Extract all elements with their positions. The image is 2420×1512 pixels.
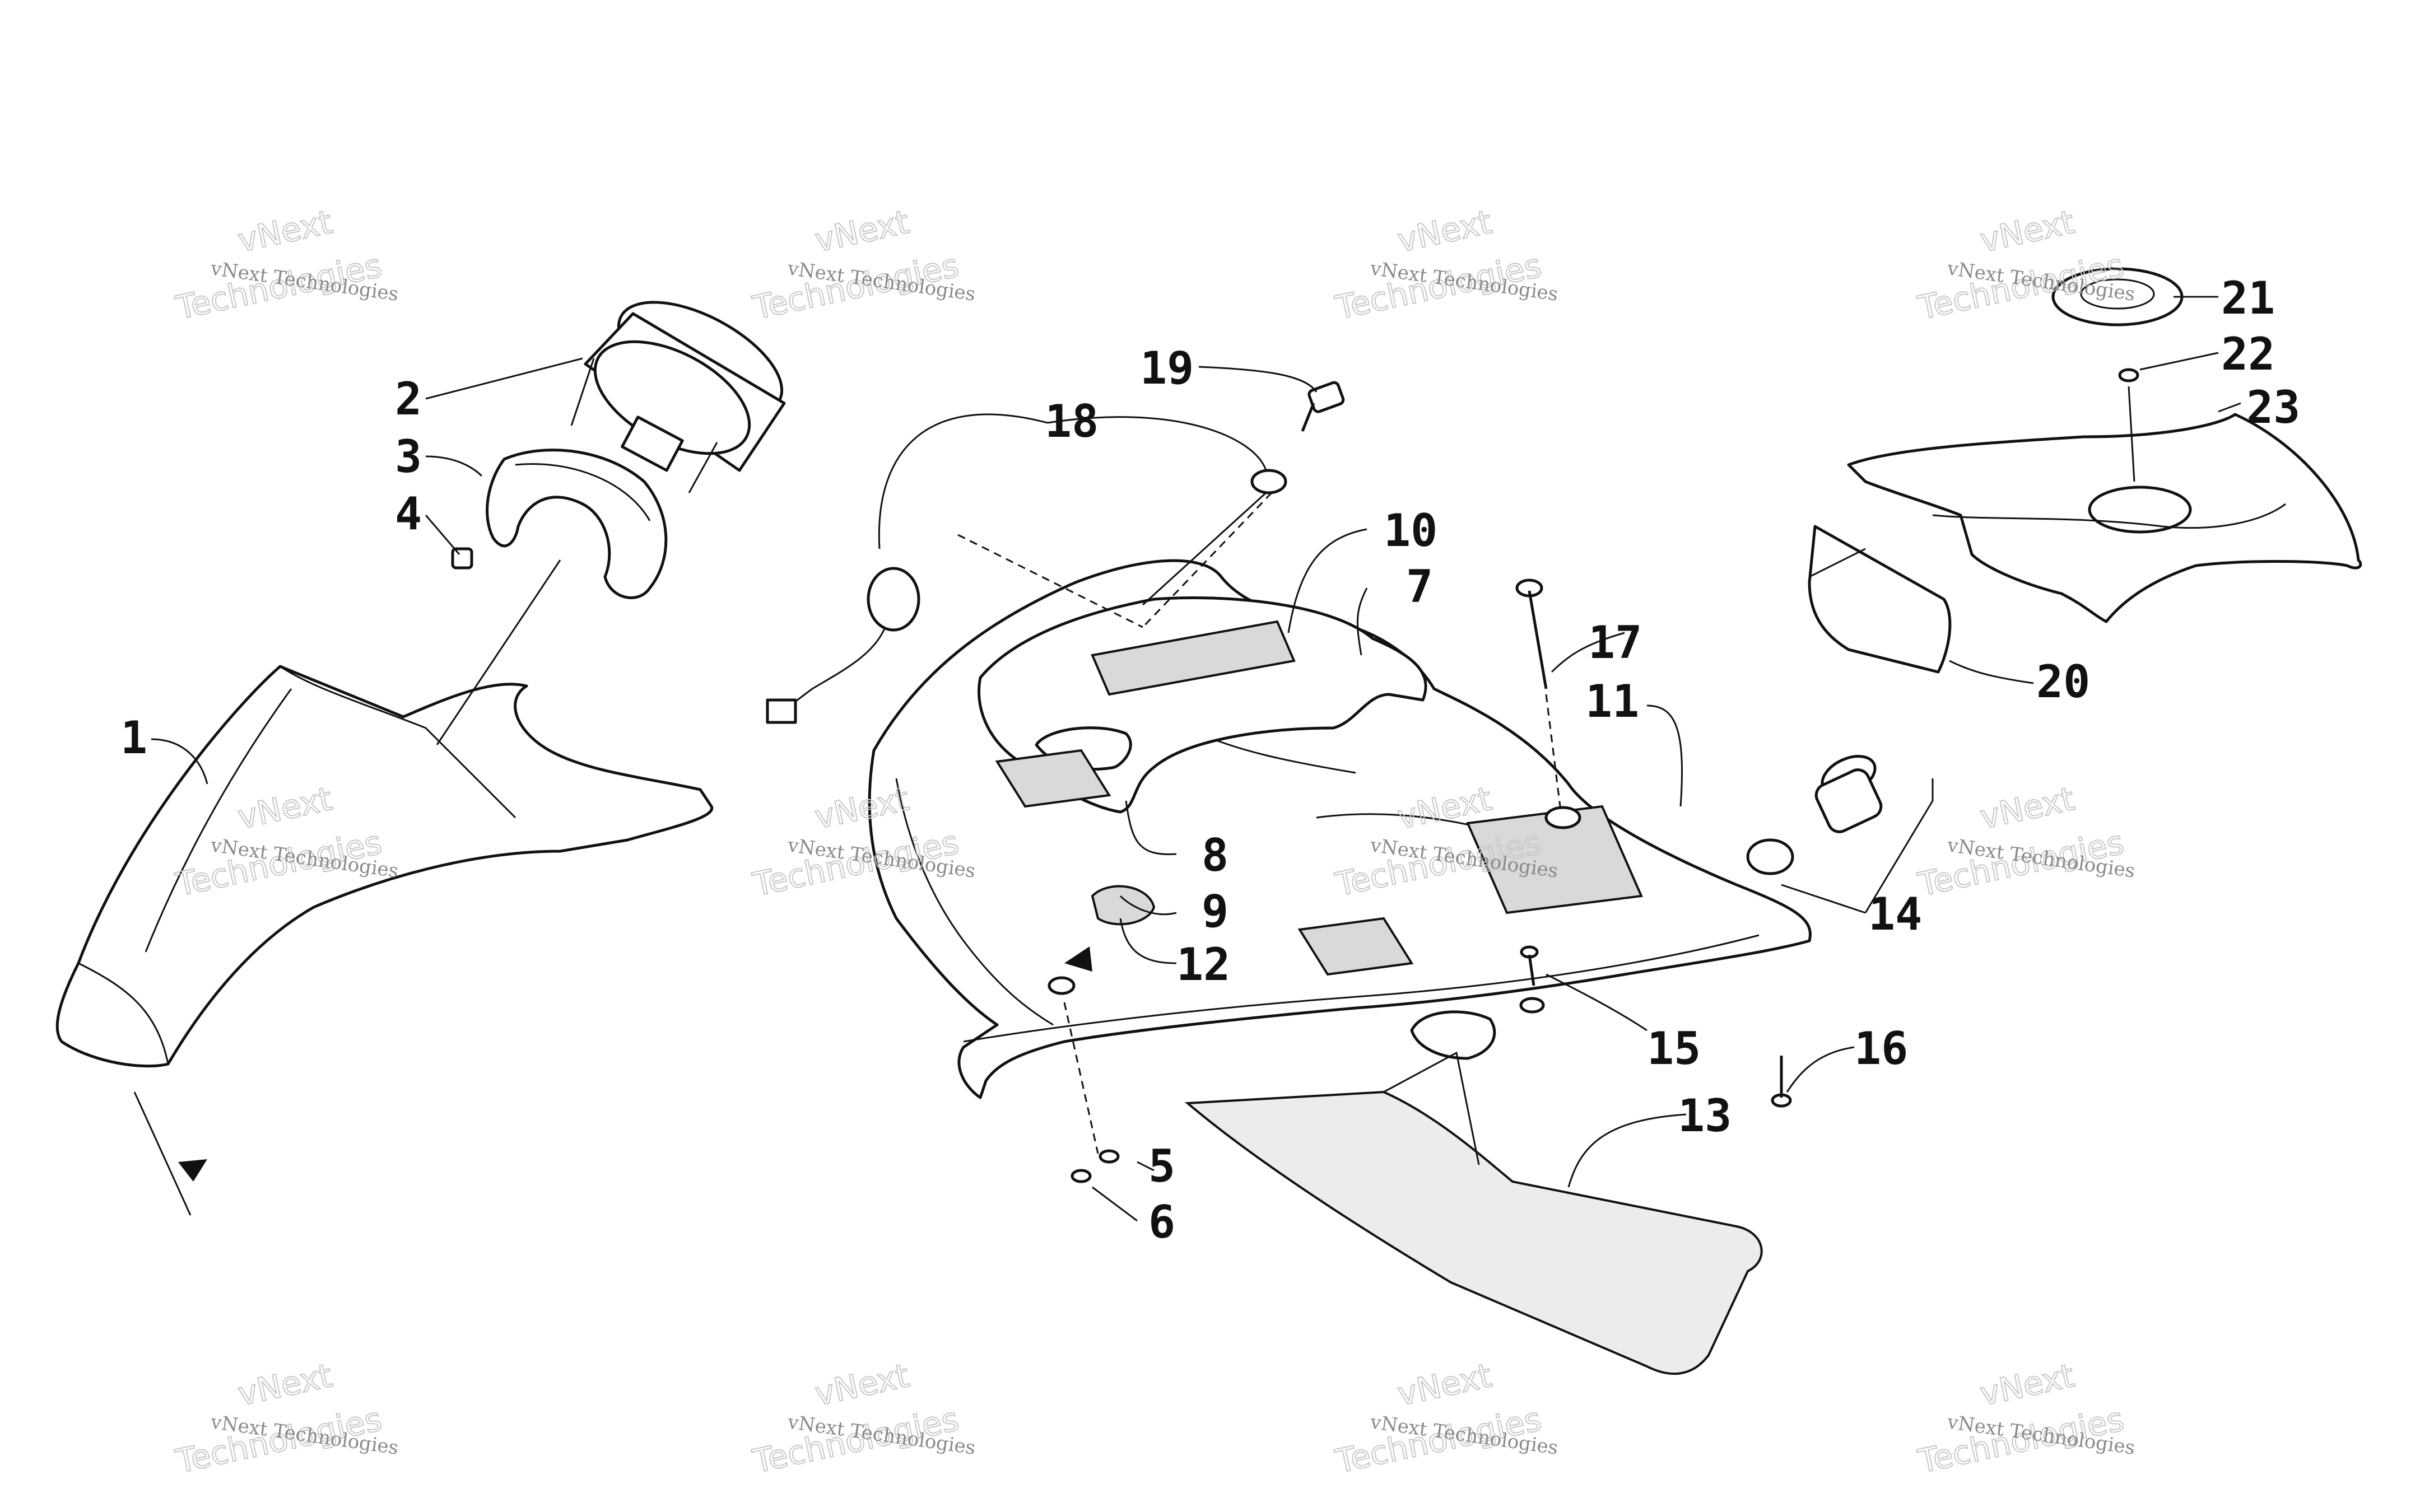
watermark-r2c4: vNext Technologies vNext Technologies	[1914, 779, 2137, 904]
watermark-r3c3: vNext Technologies vNext Technologies	[1332, 1356, 1560, 1481]
callout-4: 4	[395, 488, 422, 540]
svg-text:vNext: vNext	[1977, 203, 2078, 260]
watermark-r3c2: vNext Technologies vNext Technologies	[749, 1356, 977, 1481]
callout-13: 13	[1678, 1090, 1732, 1142]
part-rear-cover	[1847, 413, 2362, 623]
svg-text:vNext: vNext	[1977, 1356, 2078, 1413]
callout-22: 22	[2221, 328, 2275, 380]
svg-text:vNext: vNext	[1394, 1356, 1495, 1413]
part-screw-22	[2118, 368, 2139, 382]
leader-lines	[133, 296, 2241, 1222]
watermark-r1c3: vNext Technologies vNext Technologies	[1332, 202, 1560, 328]
part-switch-18	[766, 469, 1287, 724]
callout-17: 17	[1588, 617, 1642, 669]
callout-7: 7	[1406, 561, 1433, 613]
part-gauge	[570, 301, 786, 493]
callout-19: 19	[1140, 342, 1194, 394]
callout-2: 2	[395, 373, 422, 425]
callout-11: 11	[1585, 675, 1639, 727]
svg-text:vNext: vNext	[235, 203, 336, 260]
part-bracket	[486, 449, 668, 599]
direction-arrow-left	[178, 1159, 207, 1182]
callout-15: 15	[1647, 1023, 1701, 1075]
part-outlet	[1746, 755, 1883, 875]
callout-20: 20	[2036, 656, 2090, 708]
part-windshield	[55, 665, 714, 1068]
callout-18: 18	[1045, 395, 1099, 447]
callout-labels: 1 2 3 4 5 6 7 8 9 10 11 12 13 14 15 16 1…	[120, 272, 2300, 1248]
callout-8: 8	[1202, 829, 1228, 881]
svg-text:vNext: vNext	[812, 203, 913, 260]
direction-arrow-center	[1064, 946, 1092, 972]
watermark-r1c1: vNext Technologies vNext Technologies	[172, 202, 400, 328]
svg-text:vNext: vNext	[1394, 203, 1495, 260]
part-nut-4	[451, 547, 473, 570]
watermark-r1c2: vNext Technologies vNext Technologies	[749, 202, 977, 328]
callout-6: 6	[1148, 1196, 1175, 1248]
part-screws	[1071, 945, 1792, 1183]
callout-21: 21	[2221, 272, 2275, 324]
callout-14: 14	[1868, 888, 1922, 940]
part-bolt-17	[1515, 578, 1548, 689]
part-foam-pad	[1184, 1051, 1763, 1375]
callout-12: 12	[1176, 939, 1230, 991]
svg-text:vNext: vNext	[812, 1356, 913, 1413]
part-reflector	[1808, 525, 1952, 674]
callout-9: 9	[1202, 885, 1228, 937]
watermark-r3c1: vNext Technologies vNext Technologies	[172, 1356, 400, 1481]
callout-23: 23	[2246, 381, 2300, 433]
callout-16: 16	[1854, 1023, 1908, 1075]
svg-text:vNext: vNext	[235, 1356, 336, 1413]
watermark-r3c4: vNext Technologies vNext Technologies	[1914, 1356, 2137, 1481]
part-key-19	[1301, 381, 1345, 432]
callout-3: 3	[395, 431, 422, 483]
part-console	[868, 559, 1812, 1099]
callout-5: 5	[1148, 1140, 1175, 1192]
callout-1: 1	[120, 712, 147, 764]
svg-text:vNext: vNext	[1977, 780, 2078, 837]
callout-10: 10	[1384, 505, 1437, 557]
